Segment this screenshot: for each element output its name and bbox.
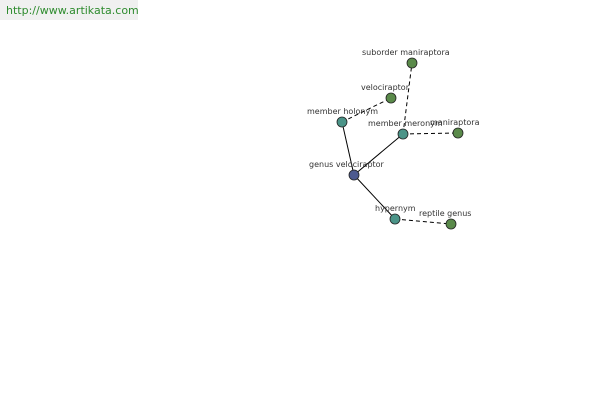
site-url-link[interactable]: http://www.artikata.com	[0, 0, 139, 20]
node-reptile-genus[interactable]	[445, 218, 457, 230]
node-label-member-meronym[interactable]: member meronym	[368, 119, 443, 128]
node-label-reptile-genus[interactable]: reptile genus	[419, 209, 471, 218]
node-suborder-maniraptora[interactable]	[406, 57, 418, 69]
node-label-genus-velociraptor[interactable]: genus velociraptor	[309, 160, 385, 169]
edge-genus-velociraptor-to-member-holonym	[341, 121, 355, 176]
edge-hypernym-to-reptile-genus	[394, 218, 452, 225]
edge-member-meronym-to-maniraptora	[402, 132, 459, 135]
node-maniraptora[interactable]	[452, 127, 464, 139]
node-member-holonym[interactable]	[336, 116, 348, 128]
node-label-maniraptora[interactable]: maniraptora	[430, 118, 480, 127]
edge-genus-velociraptor-to-hypernym	[353, 174, 396, 220]
node-label-hypernym[interactable]: hypernym	[375, 204, 416, 213]
node-label-suborder-maniraptora[interactable]: suborder maniraptora	[362, 48, 450, 57]
edge-genus-velociraptor-to-member-meronym	[353, 133, 404, 176]
labels-layer: genus velociraptor member holonym member m…	[307, 48, 480, 218]
node-label-member-holonym[interactable]: member holonym	[307, 107, 378, 116]
node-member-meronym[interactable]	[397, 128, 409, 140]
node-velociraptor[interactable]	[385, 92, 397, 104]
edges-layer	[341, 62, 459, 225]
edge-member-holonym-to-velociraptor	[341, 97, 392, 123]
edge-member-meronym-to-suborder-maniraptora	[402, 62, 413, 135]
node-hypernym[interactable]	[389, 213, 401, 225]
node-label-velociraptor[interactable]: velociraptor	[361, 83, 410, 92]
nodes-layer	[336, 57, 464, 230]
node-genus-velociraptor[interactable]	[348, 169, 360, 181]
